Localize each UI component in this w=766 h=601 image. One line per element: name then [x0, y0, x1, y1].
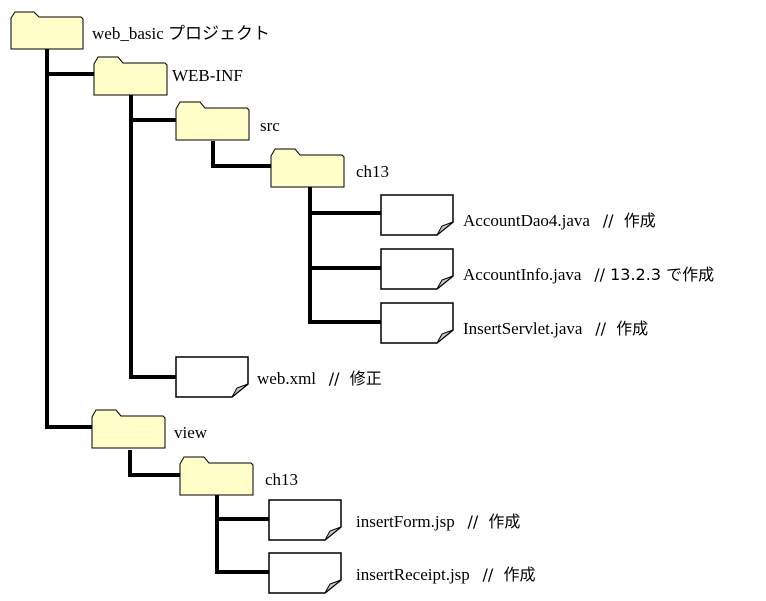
file-comment: // 作成 — [595, 319, 649, 338]
file-label-insertservlet: InsertServlet.java // 作成 — [463, 319, 648, 339]
folder-label-src-ch13: ch13 — [356, 162, 390, 181]
folder-icon — [91, 409, 166, 449]
connector-view — [128, 450, 182, 477]
connector-src-ch13 — [308, 186, 382, 324]
file-label-insertform: insertForm.jsp // 作成 — [356, 512, 520, 532]
connector-root — [45, 48, 96, 429]
file-icon — [380, 194, 454, 236]
file-icon — [175, 356, 249, 398]
file-comment: // 作成 — [482, 565, 536, 584]
folder-label-webinf: WEB-INF — [172, 66, 243, 85]
file-icon — [268, 499, 342, 541]
file-comment: // 作成 — [602, 211, 656, 230]
file-name: AccountDao4.java — [463, 211, 590, 230]
connector-view-ch13 — [215, 495, 271, 574]
file-icon — [380, 248, 454, 290]
file-name: InsertServlet.java — [463, 319, 583, 338]
folder-label-src: src — [260, 116, 280, 135]
file-label-accountdao: AccountDao4.java // 作成 — [463, 211, 656, 231]
file-comment: // 13.2.3 で作成 — [594, 265, 715, 284]
folder-label-view-ch13: ch13 — [265, 470, 299, 489]
connector-src — [211, 141, 272, 168]
folder-icon — [10, 11, 84, 50]
file-label-insertreceipt: insertReceipt.jsp // 作成 — [356, 565, 536, 585]
folder-icon — [270, 148, 345, 188]
folder-icon — [93, 56, 168, 96]
file-icon — [268, 552, 342, 594]
file-name: web.xml — [257, 369, 317, 388]
folder-icon — [179, 456, 254, 496]
file-name: insertForm.jsp — [356, 512, 455, 531]
connector-webinf — [129, 94, 178, 379]
folder-label-view: view — [174, 423, 208, 442]
folder-icon — [175, 101, 250, 141]
file-name: insertReceipt.jsp — [356, 565, 470, 584]
file-name: AccountInfo.java — [463, 265, 582, 284]
folder-label-root: web_basic プロジェクト — [92, 24, 271, 43]
file-label-webxml: web.xml // 修正 — [257, 369, 382, 389]
file-label-accountinfo: AccountInfo.java // 13.2.3 で作成 — [463, 265, 714, 285]
file-comment: // 作成 — [467, 512, 521, 531]
file-icon — [380, 302, 454, 344]
file-comment: // 修正 — [328, 369, 382, 388]
